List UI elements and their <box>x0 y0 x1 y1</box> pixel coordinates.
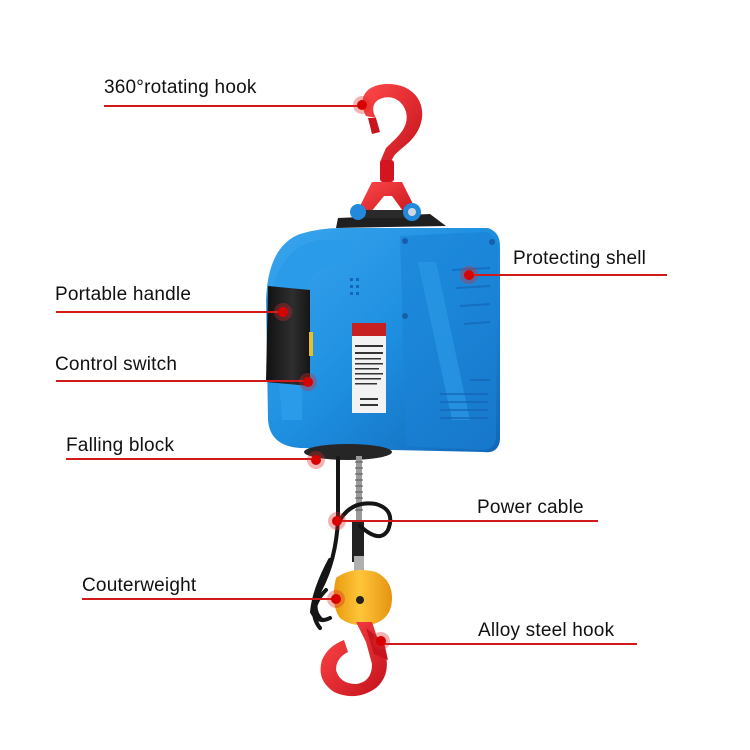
warning-label-sticker <box>352 323 386 413</box>
control-switch-strip <box>309 332 313 356</box>
leader-line-control-switch <box>56 380 306 382</box>
callout-label-power-cable: Power cable <box>477 497 584 518</box>
rotating-hook-icon <box>356 84 423 218</box>
callout-label-rotating-hook: 360°rotating hook <box>104 77 257 98</box>
counterweight <box>333 570 392 626</box>
leader-line-counterweight <box>82 598 336 600</box>
callout-label-control-switch: Control switch <box>55 354 178 375</box>
callout-label-portable-handle: Portable handle <box>55 284 192 305</box>
top-mount-plate <box>336 203 446 228</box>
callout-label-protecting-shell: Protecting shell <box>513 248 647 269</box>
leader-line-power-cable <box>338 520 598 522</box>
callout-label-alloy-steel-hook: Alloy steel hook <box>478 620 615 641</box>
callout-dot-protecting-shell <box>464 270 474 280</box>
callout-dot-rotating-hook <box>357 100 367 110</box>
leader-line-alloy-steel-hook <box>383 643 637 645</box>
wire-rope <box>352 456 364 574</box>
callout-dot-alloy-steel-hook <box>376 636 386 646</box>
callout-dot-control-switch <box>303 377 313 387</box>
leader-line-falling-block <box>66 458 316 460</box>
leader-line-rotating-hook <box>104 105 360 107</box>
callout-label-counterweight: Couterweight <box>82 575 197 596</box>
falling-block <box>304 444 392 460</box>
alloy-steel-hook-icon <box>320 622 388 697</box>
leader-line-portable-handle <box>56 311 282 313</box>
power-cable <box>309 456 393 630</box>
callout-dot-falling-block <box>311 455 321 465</box>
callout-dot-counterweight <box>331 594 341 604</box>
callout-label-falling-block: Falling block <box>66 435 175 456</box>
callout-dot-portable-handle <box>278 307 288 317</box>
handle-grip <box>266 286 310 386</box>
leader-line-protecting-shell <box>470 274 667 276</box>
callout-dot-power-cable <box>332 516 342 526</box>
